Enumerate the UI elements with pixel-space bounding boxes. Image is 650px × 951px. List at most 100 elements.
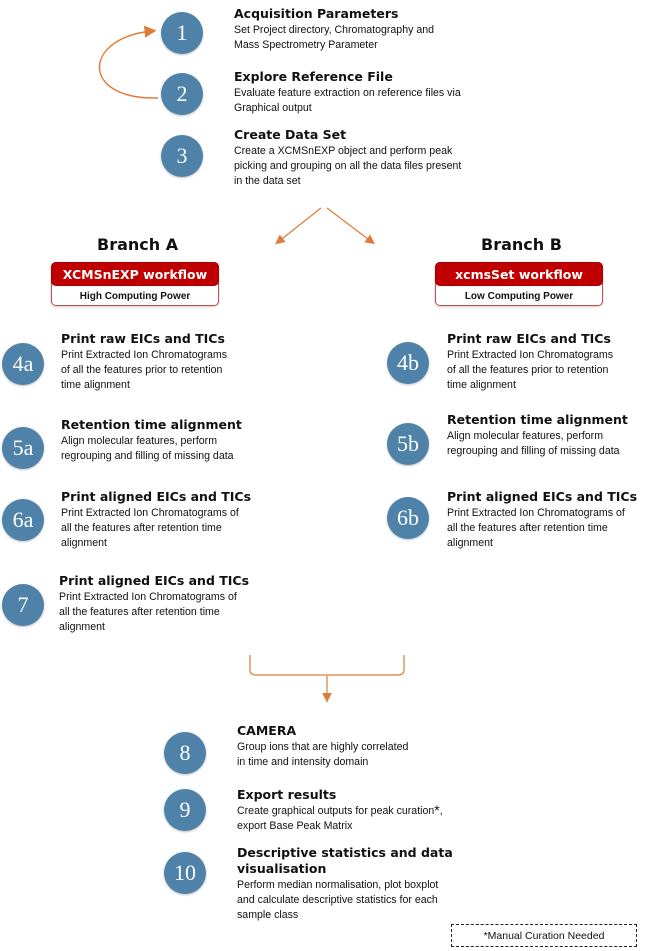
step-7-desc-line: Print Extracted Ion Chromatograms of xyxy=(59,591,237,603)
step-2-number: 2 xyxy=(161,73,203,115)
step-10-title: Descriptive statistics and data visualis… xyxy=(237,845,453,876)
branch-a-computing-power: High Computing Power xyxy=(79,291,191,302)
step-4b-title: Print raw EICs and TICs xyxy=(447,331,611,346)
step-4b: Print raw EICs and TICs Print Extracted … xyxy=(447,331,613,393)
step-1-title: Acquisition Parameters xyxy=(234,6,399,21)
split-arrow-right xyxy=(326,207,375,245)
step-8-number: 8 xyxy=(164,732,206,774)
step-10-desc-line: Perform median normalisation, plot boxpl… xyxy=(237,879,439,891)
step-4b-number: 4b xyxy=(387,342,429,384)
step-4a: Print raw EICs and TICs Print Extracted … xyxy=(61,331,227,393)
step-7-desc-line: alignment xyxy=(59,621,105,633)
branch-b-computing-power: Low Computing Power xyxy=(464,291,574,302)
step-8-desc-line: Group ions that are highly correlated xyxy=(237,741,409,753)
step-3-desc: Create a XCMSnEXP object and perform pea… xyxy=(234,144,461,189)
step-7-desc-line: all the features after retention time xyxy=(59,606,220,618)
step-4b-desc: Print Extracted Ion Chromatograms of all… xyxy=(447,348,613,393)
step-4a-number: 4a xyxy=(2,343,44,385)
step-9-desc: Create graphical outputs for peak curati… xyxy=(237,802,443,834)
step-6b-title: Print aligned EICs and TICs xyxy=(447,489,638,504)
step-1: Acquisition Parameters Set Project direc… xyxy=(234,6,434,53)
step-6b-desc-line: all the features after retention time xyxy=(447,522,608,534)
branch-a-title: Branch A xyxy=(97,235,179,254)
step-10-desc-line: and calculate descriptive statistics for… xyxy=(237,894,438,906)
step-6a-title: Print aligned EICs and TICs xyxy=(61,489,252,504)
step-2-desc-line: Graphical output xyxy=(234,102,312,114)
step-6b-number: 6b xyxy=(387,497,429,539)
step-10: Descriptive statistics and data visualis… xyxy=(237,845,457,923)
step-5a: Retention time alignment Align molecular… xyxy=(61,417,242,464)
step-5a-desc-line: Align molecular features, perform xyxy=(61,435,218,447)
step-9-desc-line: Create graphical outputs for peak curati… xyxy=(237,802,443,818)
step-7-title: Print aligned EICs and TICs xyxy=(59,573,250,588)
step-6a: Print aligned EICs and TICs Print Extrac… xyxy=(61,489,251,551)
step-3-desc-line: picking and grouping on all the data fil… xyxy=(234,160,462,172)
step-3-number: 3 xyxy=(161,135,203,177)
step-5b-desc-line: Align molecular features, perform xyxy=(447,430,604,442)
step-7: Print aligned EICs and TICs Print Extrac… xyxy=(59,573,249,635)
step-5a-desc: Align molecular features, perform regrou… xyxy=(61,434,242,464)
merge-bracket xyxy=(249,655,405,676)
step-4b-desc-line: of all the features prior to retention xyxy=(447,364,609,376)
step-8: CAMERA Group ions that are highly correl… xyxy=(237,723,408,770)
step-7-desc: Print Extracted Ion Chromatograms of all… xyxy=(59,590,249,635)
branch-b-workflow-label: xcmsSet workflow xyxy=(435,262,603,286)
step-6a-desc: Print Extracted Ion Chromatograms of all… xyxy=(61,506,251,551)
step-5a-desc-line: regrouping and filling of missing data xyxy=(61,450,234,462)
manual-curation-note: *Manual Curation Needed xyxy=(451,924,637,947)
branch-a-workflow-label: XCMSnEXP workflow xyxy=(51,262,219,286)
step-1-number: 1 xyxy=(161,12,203,54)
step-3-desc-line: Create a XCMSnEXP object and perform pea… xyxy=(234,145,453,157)
branch-a-workflow-box: XCMSnEXP workflow High Computing Power xyxy=(51,262,219,306)
step-6a-desc-line: all the features after retention time xyxy=(61,522,222,534)
split-arrow-left xyxy=(275,207,322,245)
step-1-desc-line: Mass Spectrometry Parameter xyxy=(234,39,378,51)
step-6b-desc: Print Extracted Ion Chromatograms of all… xyxy=(447,506,637,551)
step-10-desc-line: sample class xyxy=(237,909,299,921)
step-3: Create Data Set Create a XCMSnEXP object… xyxy=(234,127,461,189)
step-5a-number: 5a xyxy=(2,427,44,469)
step-2: Explore Reference File Evaluate feature … xyxy=(234,69,461,116)
step-4b-desc-line: Print Extracted Ion Chromatograms xyxy=(447,349,614,361)
step-4a-desc-line: Print Extracted Ion Chromatograms xyxy=(61,349,228,361)
step-5b-title: Retention time alignment xyxy=(447,412,628,427)
step-10-desc: Perform median normalisation, plot boxpl… xyxy=(237,878,457,923)
step-4a-title: Print raw EICs and TICs xyxy=(61,331,225,346)
step-2-title: Explore Reference File xyxy=(234,69,393,84)
step-2-desc-line: Evaluate feature extraction on reference… xyxy=(234,87,461,99)
step-9-title: Export results xyxy=(237,787,337,802)
loop-arrow xyxy=(98,25,159,99)
step-10-number: 10 xyxy=(164,852,206,894)
step-5b-desc-line: regrouping and filling of missing data xyxy=(447,445,620,457)
step-8-desc-line: in time and intensity domain xyxy=(237,756,369,768)
step-5b-number: 5b xyxy=(387,423,429,465)
branch-b-workflow-box: xcmsSet workflow Low Computing Power xyxy=(435,262,603,306)
step-6b: Print aligned EICs and TICs Print Extrac… xyxy=(447,489,637,551)
step-5a-title: Retention time alignment xyxy=(61,417,242,432)
step-3-desc-line: in the data set xyxy=(234,175,301,187)
step-9-desc-line: export Base Peak Matrix xyxy=(237,820,353,832)
step-9: Export results Create graphical outputs … xyxy=(237,787,443,834)
step-9-number: 9 xyxy=(164,789,206,831)
step-9-desc-text: Create graphical outputs for peak curati… xyxy=(237,805,435,817)
step-4a-desc: Print Extracted Ion Chromatograms of all… xyxy=(61,348,227,393)
step-5b: Retention time alignment Align molecular… xyxy=(447,412,628,459)
curation-marker: * xyxy=(434,802,440,818)
step-1-desc: Set Project directory, Chromatography an… xyxy=(234,23,434,53)
step-1-desc-line: Set Project directory, Chromatography an… xyxy=(234,24,435,36)
step-8-desc: Group ions that are highly correlated in… xyxy=(237,740,408,770)
step-4a-desc-line: of all the features prior to retention xyxy=(61,364,223,376)
branch-b-title: Branch B xyxy=(481,235,562,254)
step-5b-desc: Align molecular features, perform regrou… xyxy=(447,429,628,459)
step-3-title: Create Data Set xyxy=(234,127,347,142)
step-6a-desc-line: Print Extracted Ion Chromatograms of xyxy=(61,507,239,519)
step-8-title: CAMERA xyxy=(237,723,297,738)
step-7-number: 7 xyxy=(2,584,44,626)
step-6b-desc-line: Print Extracted Ion Chromatograms of xyxy=(447,507,625,519)
step-2-desc: Evaluate feature extraction on reference… xyxy=(234,86,461,116)
step-6a-number: 6a xyxy=(2,499,44,541)
step-6a-desc-line: alignment xyxy=(61,537,107,549)
step-6b-desc-line: alignment xyxy=(447,537,493,549)
step-4a-desc-line: time alignment xyxy=(61,379,130,391)
